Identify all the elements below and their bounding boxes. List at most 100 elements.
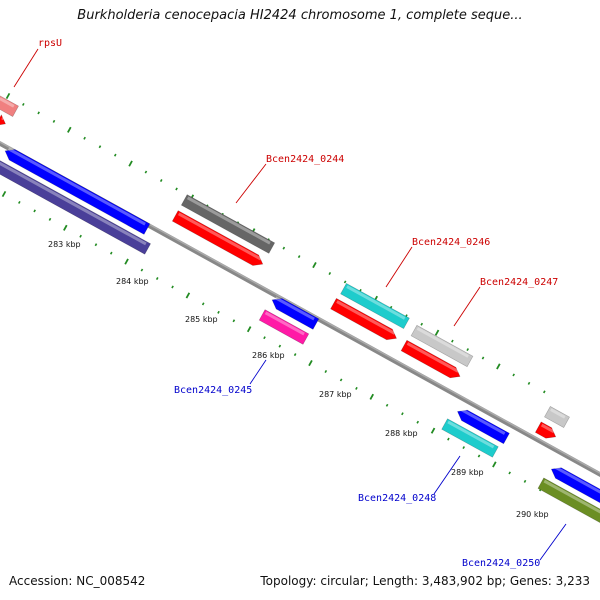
lower-tick [339, 378, 343, 382]
upper-tick [312, 261, 317, 269]
upper-tick [52, 119, 56, 123]
feature-bcen2424-0247[interactable] [410, 324, 474, 368]
leader-0247 [453, 286, 481, 327]
lower-tick [462, 446, 466, 450]
upper-tick [328, 272, 332, 275]
lower-tick [185, 292, 191, 299]
lower-tick [171, 285, 174, 289]
leader-0248 [433, 455, 461, 495]
feature-red-0244[interactable] [171, 210, 265, 270]
lower-tick [246, 326, 252, 333]
upper-tick [543, 390, 546, 394]
leader-0250 [539, 523, 567, 561]
upper-tick [527, 381, 531, 385]
tick-label-287: 287 kbp [319, 390, 352, 399]
leader-rpsU [13, 48, 39, 88]
tick-label-283: 283 kbp [48, 240, 81, 249]
lower-tick-track [1, 190, 542, 492]
lower-tick [263, 336, 266, 340]
gene-label-bcen2424-0248[interactable]: Bcen2424_0248 [358, 493, 436, 504]
upper-tick [113, 153, 117, 157]
upper-tick [5, 92, 11, 100]
lower-tick [217, 310, 220, 314]
upper-tick [144, 170, 148, 174]
tick-label-286: 286 kbp [252, 351, 285, 360]
lower-tick [523, 479, 527, 483]
lower-tick [492, 461, 497, 468]
feature-bcen2424-0246[interactable] [340, 282, 410, 330]
feature-bcen2424-0250[interactable] [537, 477, 600, 527]
lower-tick [109, 251, 113, 255]
accession-text: Accession: NC_008542 [9, 574, 146, 588]
topology-summary: Topology: circular; Length: 3,483,902 bp… [260, 574, 590, 588]
lower-tick [447, 437, 450, 441]
tick-label-288: 288 kbp [385, 429, 418, 438]
gene-label-bcen2424-0250[interactable]: Bcen2424_0250 [462, 558, 540, 569]
upper-tick [282, 246, 286, 250]
upper-tick [420, 322, 424, 326]
upper-tick [67, 126, 72, 133]
lower-tick [63, 224, 68, 231]
upper-tick [22, 102, 25, 106]
lower-tick [401, 412, 404, 416]
feature-bcen2424-0245[interactable] [258, 309, 310, 345]
feature-bcen2424-0248[interactable] [441, 418, 499, 458]
upper-tick [159, 179, 163, 183]
tick-label-289: 289 kbp [451, 468, 484, 477]
lower-tick [385, 403, 389, 407]
feature-red-small[interactable] [534, 421, 558, 442]
gene-label-bcen2424-0247[interactable]: Bcen2424_0247 [480, 277, 558, 288]
upper-tick [434, 329, 440, 336]
map-title: Burkholderia cenocepacia HI2424 chromoso… [77, 8, 523, 23]
leader-0246 [385, 246, 413, 288]
upper-tick [466, 348, 470, 352]
leader-0245 [249, 359, 267, 385]
lower-tick [201, 302, 205, 306]
lower-tick [232, 319, 236, 323]
upper-tick [481, 356, 485, 360]
feature-red-0247[interactable] [400, 339, 463, 381]
feature-blue-0250[interactable] [548, 464, 600, 509]
feature-red-0246[interactable] [330, 297, 400, 343]
lower-tick [18, 200, 21, 204]
upper-tick [496, 363, 501, 370]
upper-tick [128, 160, 133, 167]
lower-tick [477, 454, 481, 458]
feature-blue-long[interactable] [2, 146, 151, 235]
lower-tick [33, 209, 36, 213]
gene-label-rpsU[interactable]: rpsU [38, 38, 62, 49]
feature-gray-small[interactable] [544, 406, 570, 428]
upper-tick [451, 339, 454, 343]
upper-tick [343, 280, 347, 284]
upper-tick [98, 145, 102, 149]
gene-label-bcen2424-0246[interactable]: Bcen2424_0246 [412, 237, 490, 248]
lower-tick [308, 359, 313, 367]
feature-rpsU[interactable] [0, 95, 19, 117]
lower-tick [508, 471, 511, 475]
tick-label-290: 290 kbp [516, 510, 549, 519]
upper-tick [83, 136, 86, 140]
lower-tick [416, 420, 420, 424]
upper-tick [297, 255, 301, 259]
lower-tick [48, 217, 52, 221]
tick-label-284: 284 kbp [116, 277, 149, 286]
upper-tick [512, 373, 515, 377]
feature-darkblue-long[interactable] [0, 155, 151, 255]
lower-tick [1, 190, 7, 198]
tick-label-285: 285 kbp [185, 315, 218, 324]
lower-tick [79, 234, 82, 238]
lower-tick [94, 243, 98, 247]
upper-tick [175, 187, 178, 191]
lower-tick [324, 370, 328, 373]
feature-rpsU-red[interactable] [0, 114, 8, 129]
feature-bcen2424-0244[interactable] [180, 194, 276, 254]
feature-blue-0248[interactable] [455, 406, 510, 445]
gene-label-bcen2424-0244[interactable]: Bcen2424_0244 [266, 154, 344, 165]
lower-tick [369, 393, 374, 400]
lower-tick [278, 344, 282, 348]
feature-blue-0245[interactable] [269, 295, 320, 330]
leader-0244 [235, 163, 267, 204]
gene-label-bcen2424-0245[interactable]: Bcen2424_0245 [174, 385, 252, 396]
